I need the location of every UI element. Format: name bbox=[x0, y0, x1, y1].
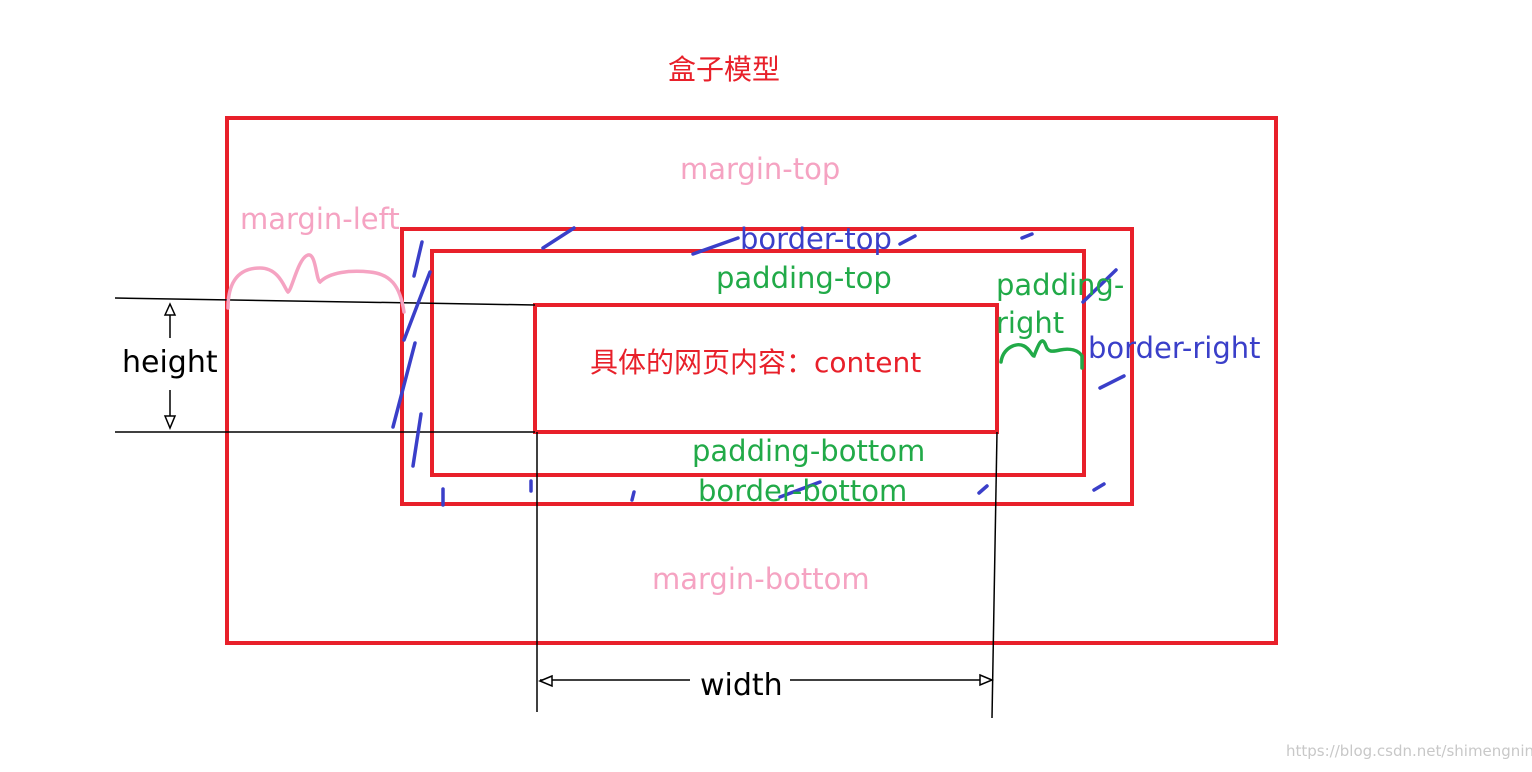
padding-top-label: padding-top bbox=[716, 261, 892, 295]
padding-box-outline bbox=[430, 249, 1086, 477]
margin-box-outline bbox=[225, 116, 1278, 645]
width-dimension bbox=[536, 431, 998, 719]
padding-right-label: padding-right bbox=[996, 268, 1125, 340]
border-box-outline bbox=[400, 227, 1134, 506]
height-label: height bbox=[122, 345, 218, 380]
border-top-label: border-top bbox=[740, 222, 892, 256]
border-right-label: border-right bbox=[1088, 331, 1261, 365]
height-dimension bbox=[114, 297, 536, 433]
content-box-outline bbox=[533, 303, 999, 434]
padding-right-brace bbox=[999, 339, 1084, 370]
content-label: 具体的网页内容：content bbox=[590, 346, 922, 379]
watermark: https://blog.csdn.net/shimengning bbox=[1286, 742, 1532, 760]
margin-left-brace bbox=[226, 253, 406, 314]
border-bottom-label: border-bottom bbox=[698, 474, 908, 508]
diagram-title: 盒子模型 bbox=[668, 53, 781, 86]
width-label: width bbox=[696, 671, 787, 701]
margin-top-label: margin-top bbox=[680, 152, 841, 186]
margin-left-label: margin-left bbox=[240, 202, 400, 236]
padding-bottom-label: padding-bottom bbox=[692, 434, 926, 468]
border-hatch-marks bbox=[391, 226, 1126, 507]
margin-bottom-label: margin-bottom bbox=[652, 562, 870, 596]
